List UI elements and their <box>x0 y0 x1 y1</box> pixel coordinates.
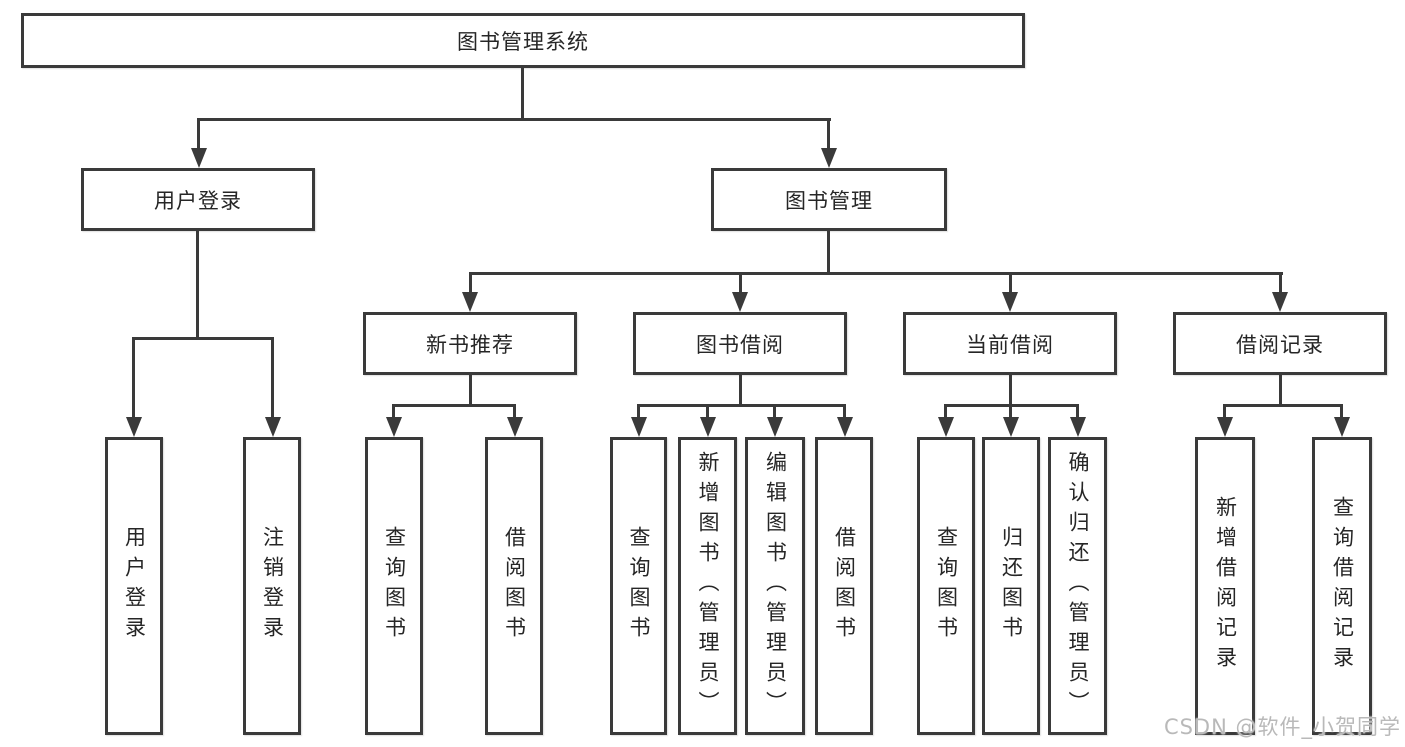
connector-book-borrow-stem <box>739 375 742 404</box>
connector-to-current-borrow <box>1009 272 1012 306</box>
connector-user-login-rail <box>132 337 274 340</box>
node-leaf-add-books-admin: 新增图书（管理员） <box>678 437 737 735</box>
leaf-label: 归还图书 <box>999 526 1024 646</box>
arrow-down-icon <box>837 417 853 437</box>
leaf-label: 查询借阅记录 <box>1330 496 1355 676</box>
node-leaf-query-books-recommend: 查询图书 <box>365 437 423 735</box>
node-leaf-user-login: 用户登录 <box>105 437 163 735</box>
node-book-management: 图书管理 <box>711 168 947 231</box>
node-new-book-recommend-label: 新书推荐 <box>426 332 514 357</box>
arrow-down-icon <box>938 417 954 437</box>
node-current-borrow-label: 当前借阅 <box>966 332 1054 357</box>
arrow-down-icon <box>700 417 716 437</box>
leaf-label: 新增图书（管理员） <box>696 451 720 721</box>
connector-to-user-login <box>197 118 200 162</box>
connector-to-leaf-logout <box>271 337 274 431</box>
leaf-label: 查询图书 <box>627 526 651 646</box>
arrow-down-icon <box>1272 292 1288 312</box>
node-leaf-confirm-return-admin: 确认归还（管理员） <box>1048 437 1107 735</box>
watermark: CSDN @软件_小贺同学 <box>1163 715 1401 739</box>
connector-current-borrow-stem <box>1009 375 1012 404</box>
node-leaf-query-books-current: 查询图书 <box>917 437 975 735</box>
node-borrow-records: 借阅记录 <box>1173 312 1387 375</box>
node-user-login-label: 用户登录 <box>154 188 242 213</box>
node-leaf-logout: 注销登录 <box>243 437 301 735</box>
connector-to-leaf-user-login <box>132 337 135 431</box>
node-leaf-query-books-borrow: 查询图书 <box>610 437 667 735</box>
leaf-label: 注销登录 <box>260 526 285 646</box>
connector-to-book-management <box>827 118 830 162</box>
leaf-label: 查询图书 <box>934 526 959 646</box>
node-root-label: 图书管理系统 <box>457 29 589 54</box>
connector-book-management-stem <box>827 231 830 272</box>
arrow-down-icon <box>1070 417 1086 437</box>
leaf-label: 借阅图书 <box>832 526 857 646</box>
connector-new-book-recommend-stem <box>469 375 472 404</box>
node-book-management-label: 图书管理 <box>785 188 873 213</box>
connector-to-borrow-records <box>1279 272 1282 306</box>
connector-book-management-rail <box>469 272 1283 275</box>
node-leaf-borrow-books-recommend: 借阅图书 <box>485 437 543 735</box>
arrow-down-icon <box>191 148 207 168</box>
connector-user-login-stem <box>196 231 199 337</box>
arrow-down-icon <box>507 417 523 437</box>
connector-borrow-records-rail <box>1223 404 1343 407</box>
arrow-down-icon <box>265 417 281 437</box>
node-new-book-recommend: 新书推荐 <box>363 312 577 375</box>
node-leaf-add-borrow-record: 新增借阅记录 <box>1195 437 1255 735</box>
node-book-borrow: 图书借阅 <box>633 312 847 375</box>
arrow-down-icon <box>1217 417 1233 437</box>
connector-book-borrow-rail <box>637 404 846 407</box>
arrow-down-icon <box>462 292 478 312</box>
node-borrow-records-label: 借阅记录 <box>1236 332 1324 357</box>
arrow-down-icon <box>1002 292 1018 312</box>
node-leaf-edit-books-admin: 编辑图书（管理员） <box>745 437 805 735</box>
connector-root-stem <box>521 68 524 118</box>
connector-new-book-recommend-rail <box>392 404 516 407</box>
leaf-label: 编辑图书（管理员） <box>763 451 788 721</box>
node-user-login: 用户登录 <box>81 168 315 231</box>
connector-borrow-records-stem <box>1279 375 1282 404</box>
leaf-label: 查询图书 <box>382 526 407 646</box>
leaf-label: 确认归还（管理员） <box>1066 451 1090 721</box>
arrow-down-icon <box>631 417 647 437</box>
leaf-label: 新增借阅记录 <box>1213 496 1238 676</box>
connector-to-book-borrow <box>739 272 742 306</box>
arrow-down-icon <box>386 417 402 437</box>
arrow-down-icon <box>1334 417 1350 437</box>
node-leaf-borrow-books: 借阅图书 <box>815 437 873 735</box>
arrow-down-icon <box>1003 417 1019 437</box>
arrow-down-icon <box>767 417 783 437</box>
connector-root-rail <box>197 118 831 121</box>
arrow-down-icon <box>732 292 748 312</box>
arrow-down-icon <box>126 417 142 437</box>
arrow-down-icon <box>821 148 837 168</box>
node-root: 图书管理系统 <box>21 13 1025 68</box>
leaf-label: 借阅图书 <box>502 526 527 646</box>
node-leaf-query-borrow-record: 查询借阅记录 <box>1312 437 1372 735</box>
connector-to-new-book-recommend <box>469 272 472 306</box>
leaf-label: 用户登录 <box>122 526 147 646</box>
node-book-borrow-label: 图书借阅 <box>696 332 784 357</box>
node-leaf-return-books: 归还图书 <box>982 437 1040 735</box>
node-current-borrow: 当前借阅 <box>903 312 1117 375</box>
